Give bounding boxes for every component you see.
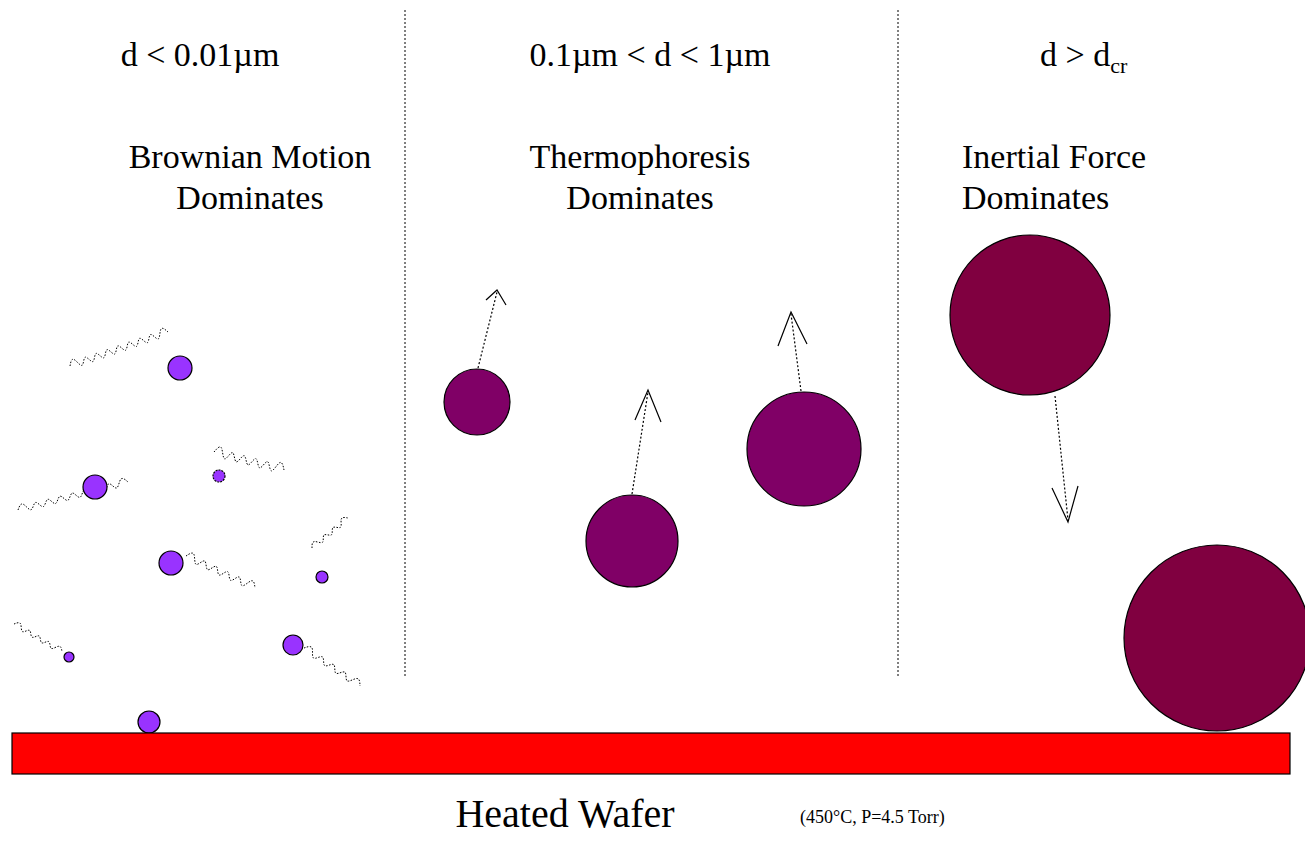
size-range: d < 0.01µm	[50, 34, 350, 75]
thermophoresis-particles	[444, 369, 861, 587]
particle	[283, 635, 303, 655]
brownian-trail	[18, 478, 128, 510]
motion-arrow	[478, 292, 497, 368]
regime-title: Inertial Force Dominates	[962, 136, 1222, 219]
brownian-particles	[64, 356, 328, 733]
inertial-particles	[950, 235, 1305, 731]
particle	[747, 392, 861, 506]
particle	[159, 551, 183, 575]
wafer-caption: Heated Wafer	[365, 790, 765, 839]
particle	[316, 571, 328, 583]
column-dividers	[405, 10, 898, 676]
arrow-head	[1052, 486, 1078, 522]
brownian-paths	[14, 328, 360, 686]
particle	[64, 652, 74, 662]
brownian-trail	[70, 328, 168, 366]
regime-title: Thermophoresis Dominates	[470, 136, 810, 219]
brownian-trail	[312, 517, 348, 548]
particle	[83, 475, 107, 499]
brownian-trail	[186, 553, 255, 588]
heated-wafer	[12, 733, 1290, 774]
motion-arrow	[791, 314, 801, 391]
particle	[213, 470, 225, 482]
arrow-head	[486, 290, 506, 305]
arrow-head	[635, 390, 661, 422]
regime-title: Brownian Motion Dominates	[70, 136, 430, 219]
condition-note: (450°C, P=4.5 Torr)	[800, 807, 945, 829]
particle	[168, 356, 192, 380]
particle	[950, 235, 1110, 395]
subscript: cr	[1110, 53, 1127, 80]
size-range: 0.1µm < d < 1µm	[460, 34, 840, 75]
divider-line	[898, 10, 899, 676]
particle	[138, 711, 160, 733]
brownian-trail	[214, 447, 284, 471]
particle	[1124, 545, 1305, 731]
size-range: d > d	[1040, 34, 1110, 75]
motion-arrow	[1055, 396, 1068, 520]
brownian-trail	[14, 623, 62, 652]
particle	[586, 495, 678, 587]
arrow-head	[778, 312, 807, 346]
brownian-trail	[304, 647, 360, 686]
particle	[444, 369, 510, 435]
divider-line	[405, 10, 406, 676]
